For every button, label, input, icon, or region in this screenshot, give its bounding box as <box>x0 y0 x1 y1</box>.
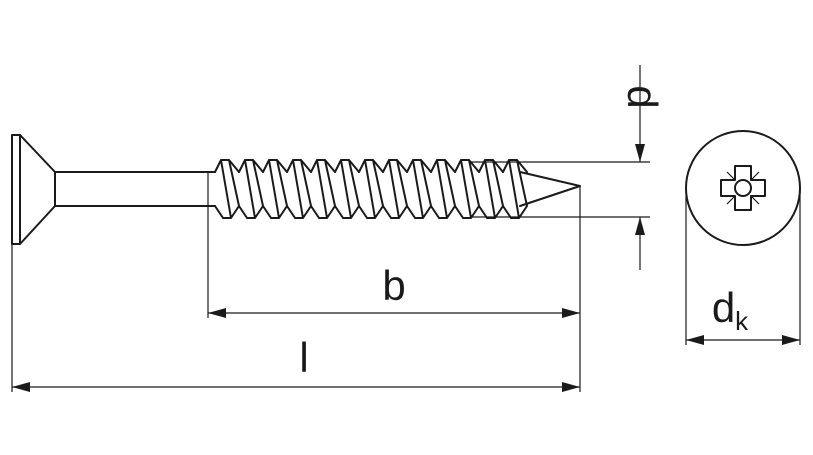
thread-tooth <box>502 159 528 219</box>
thread-tooth <box>454 159 480 219</box>
dimension-b-label: b <box>382 262 405 309</box>
head-top-view <box>685 130 801 246</box>
thread-tooth <box>382 159 408 219</box>
thread-tooth <box>478 159 504 219</box>
thread-tooth <box>406 159 432 219</box>
screw-head <box>11 134 56 245</box>
dimension-dk-subscript: k <box>735 306 749 336</box>
thread-tooth <box>214 159 240 219</box>
dimension-dk: dk <box>686 284 800 345</box>
dimension-l-label: l <box>299 334 308 381</box>
dimension-b: b <box>208 262 580 318</box>
dimension-d-label: d <box>619 85 666 108</box>
thread-tooth <box>238 159 264 219</box>
head-outline <box>685 130 801 246</box>
thread-tooth <box>310 159 336 219</box>
dimension-l: l <box>12 334 580 392</box>
extension-lines <box>11 161 801 392</box>
thread-tooth <box>286 159 312 219</box>
dimension-dk-main: d <box>712 284 735 331</box>
dimension-d: d <box>619 65 666 270</box>
pozidriv-recess-icon <box>720 165 766 211</box>
thread-tooth <box>262 159 288 219</box>
thread-tooth <box>358 159 384 219</box>
thread-tooth <box>430 159 456 219</box>
screw-tip <box>519 171 581 207</box>
thread <box>214 159 528 219</box>
thread-tooth <box>334 159 360 219</box>
dimension-dk-label: dk <box>712 284 749 336</box>
screw-side-view <box>11 134 581 245</box>
